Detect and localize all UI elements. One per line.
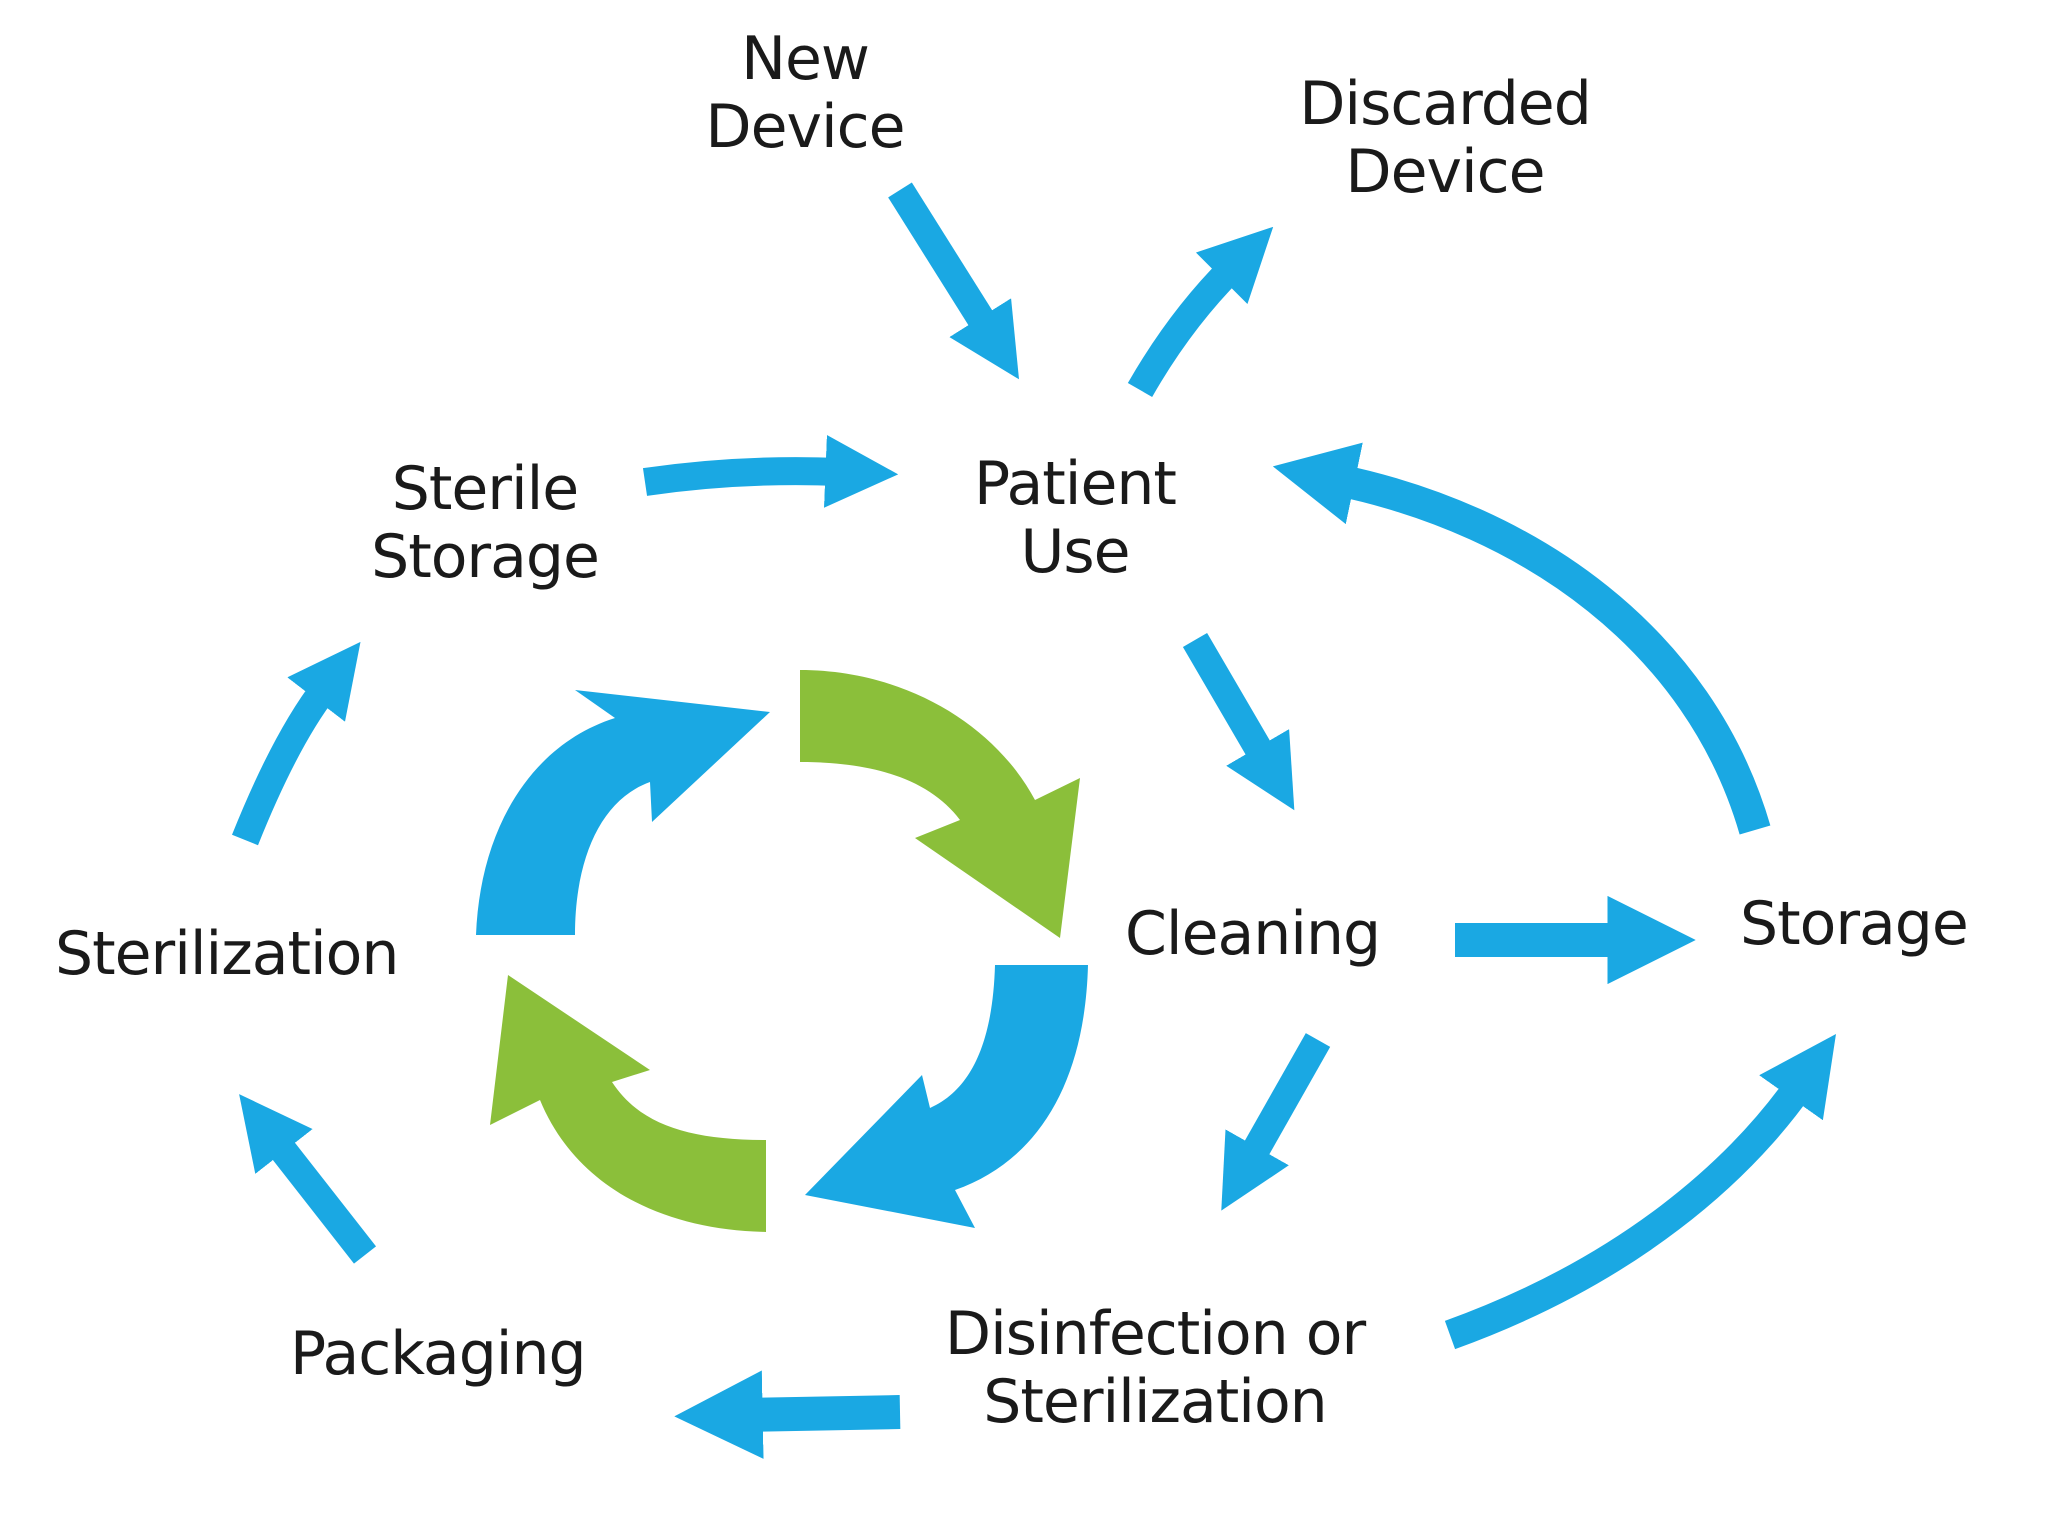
node-disinfection-or-sterilization: Disinfection or Sterilization [944, 1299, 1366, 1437]
node-sterilization: Sterilization [55, 919, 399, 989]
central-cycle [476, 670, 1088, 1232]
node-cleaning: Cleaning [1125, 899, 1381, 969]
arrow-storage-to-patient-use [1272, 442, 1771, 835]
node-new-device: New Device [705, 24, 905, 162]
cycle-arrow-green-bottom-left [490, 975, 766, 1232]
arrow-disinfection-to-packaging [674, 1370, 901, 1459]
cycle-arrow-blue-top-left [476, 690, 770, 935]
arrow-disinfection-to-storage [1444, 1034, 1837, 1350]
cycle-arrow-green-top-right [800, 670, 1080, 938]
arrow-sterile-storage-to-patient-use [642, 435, 899, 508]
arrow-patient-use-to-discarded-device [1127, 226, 1274, 397]
arrow-new-device-to-patient-use [888, 182, 1019, 380]
arrow-sterilization-to-sterile-storage [232, 641, 361, 846]
arrow-packaging-to-sterilization [239, 1094, 377, 1264]
node-storage: Storage [1740, 889, 1969, 959]
node-discarded-device: Discarded Device [1299, 69, 1592, 207]
arrow-cleaning-to-disinfection [1221, 1033, 1331, 1211]
node-packaging: Packaging [290, 1319, 587, 1389]
node-sterile-storage: Sterile Storage [371, 454, 600, 592]
arrow-patient-use-to-cleaning [1182, 632, 1295, 811]
node-patient-use: Patient Use [974, 449, 1177, 587]
cycle-arrow-blue-bottom-right [805, 965, 1088, 1228]
